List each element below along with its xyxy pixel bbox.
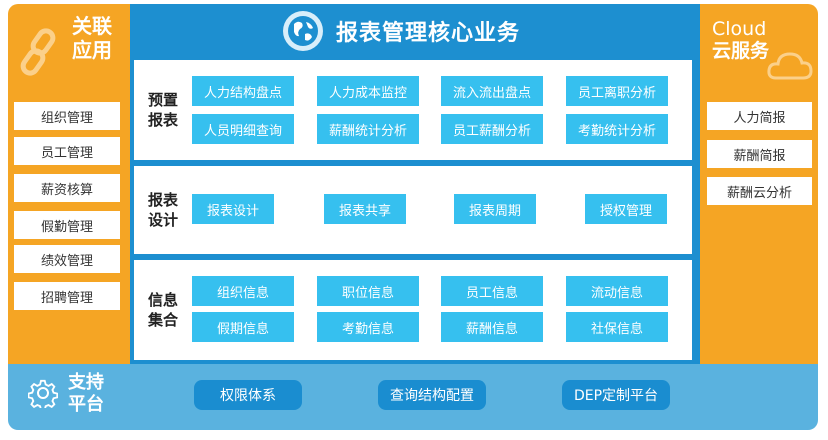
design-auth-manage[interactable]: 授权管理 xyxy=(585,194,667,224)
left-item-recruit[interactable]: 招聘管理 xyxy=(14,282,120,310)
report-inflow-outflow[interactable]: 流入流出盘点 xyxy=(441,76,543,106)
info-leave[interactable]: 假期信息 xyxy=(192,312,294,342)
section-preset-label-line1: 预置 xyxy=(148,91,179,109)
platform-permission-system[interactable]: 权限体系 xyxy=(194,380,302,410)
cloud-item-hr-brief[interactable]: 人力简报 xyxy=(707,102,812,130)
report-hr-structure[interactable]: 人力结构盘点 xyxy=(192,76,294,106)
left-item-leave[interactable]: 假勤管理 xyxy=(14,211,120,239)
platform-dep-custom[interactable]: DEP定制平台 xyxy=(562,380,670,410)
cloud-services-title-line2: 云服务 xyxy=(712,40,770,62)
info-attendance[interactable]: 考勤信息 xyxy=(317,312,419,342)
section-info-collection: 信息 集合 组织信息 职位信息 员工信息 流动信息 假期信息 考勤信息 薪酬信息… xyxy=(134,260,692,360)
support-platform-label: 支持 平台 xyxy=(68,372,104,416)
left-item-org[interactable]: 组织管理 xyxy=(14,102,120,130)
left-item-performance[interactable]: 绩效管理 xyxy=(14,245,120,273)
link-icon xyxy=(20,28,56,76)
cloud-icon xyxy=(767,52,813,80)
info-mobility[interactable]: 流动信息 xyxy=(566,276,668,306)
section-report-design: 报表 设计 报表设计 报表共享 报表周期 授权管理 xyxy=(134,166,692,254)
section-design-label-line1: 报表 xyxy=(148,191,179,209)
cloud-services-title: Cloud 云服务 xyxy=(712,18,812,62)
info-position[interactable]: 职位信息 xyxy=(317,276,419,306)
report-salary-stats[interactable]: 薪酬统计分析 xyxy=(317,114,419,144)
related-apps-title-line1: 关联 xyxy=(72,14,112,38)
left-item-employee[interactable]: 员工管理 xyxy=(14,137,120,165)
section-design-label: 报表 设计 xyxy=(148,190,184,230)
design-report-design[interactable]: 报表设计 xyxy=(192,194,274,224)
section-design-label-line2: 设计 xyxy=(148,211,179,229)
globe-icon xyxy=(283,11,323,51)
platform-query-config[interactable]: 查询结构配置 xyxy=(378,380,486,410)
cloud-item-salary-analysis[interactable]: 薪酬云分析 xyxy=(707,177,812,205)
section-info-label-line2: 集合 xyxy=(148,311,179,329)
cloud-services-title-line1: Cloud xyxy=(712,18,767,40)
report-turnover[interactable]: 员工离职分析 xyxy=(566,76,668,106)
info-salary[interactable]: 薪酬信息 xyxy=(441,312,543,342)
report-attendance-stats[interactable]: 考勤统计分析 xyxy=(566,114,668,144)
support-label-line2: 平台 xyxy=(68,394,104,415)
related-apps-title: 关联 应用 xyxy=(72,14,132,62)
section-info-label-line1: 信息 xyxy=(148,291,179,309)
core-business-title: 报表管理核心业务 xyxy=(336,21,521,46)
report-staff-query[interactable]: 人员明细查询 xyxy=(192,114,294,144)
design-report-cycle[interactable]: 报表周期 xyxy=(454,194,536,224)
section-preset-label-line2: 报表 xyxy=(148,111,179,129)
report-employee-salary[interactable]: 员工薪酬分析 xyxy=(441,114,543,144)
section-preset-label: 预置 报表 xyxy=(148,90,184,130)
related-apps-title-line2: 应用 xyxy=(72,38,112,62)
gear-icon xyxy=(28,379,58,408)
cloud-item-salary-brief[interactable]: 薪酬简报 xyxy=(707,140,812,168)
info-social-security[interactable]: 社保信息 xyxy=(566,312,668,342)
section-preset-reports: 预置 报表 人力结构盘点 人力成本监控 流入流出盘点 员工离职分析 人员明细查询… xyxy=(134,60,692,160)
left-item-payroll[interactable]: 薪资核算 xyxy=(14,174,120,202)
support-label-line1: 支持 xyxy=(68,372,104,393)
report-hr-cost[interactable]: 人力成本监控 xyxy=(317,76,419,106)
design-report-share[interactable]: 报表共享 xyxy=(324,194,406,224)
section-info-label: 信息 集合 xyxy=(148,290,184,330)
info-org[interactable]: 组织信息 xyxy=(192,276,294,306)
info-employee[interactable]: 员工信息 xyxy=(441,276,543,306)
